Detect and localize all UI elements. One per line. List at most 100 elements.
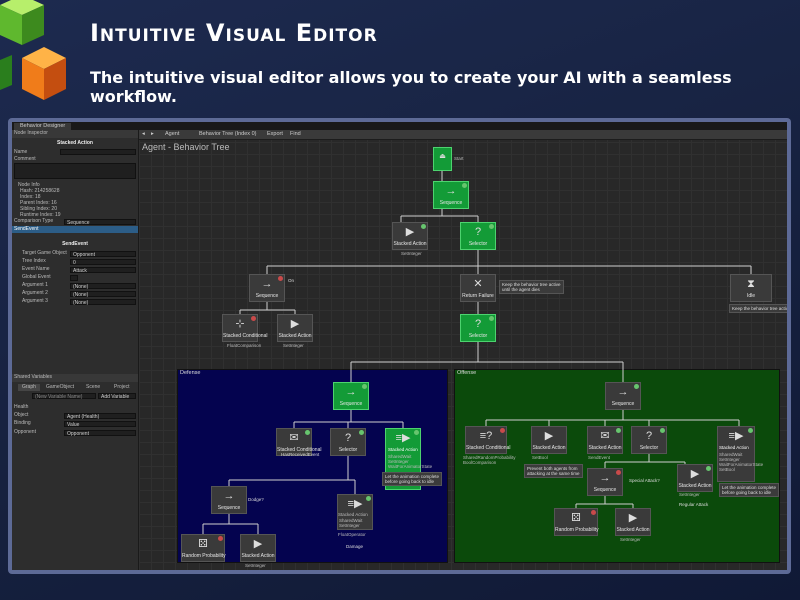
field-target-value[interactable]: Opponent xyxy=(70,251,136,258)
node-defense-sequence[interactable]: → Sequence xyxy=(333,382,369,410)
node-offense-action-right-sub4: SetBool xyxy=(719,467,735,472)
selected-task-label: SendEvent xyxy=(14,226,39,232)
node-offense-action-low[interactable]: ▶ Stacked Action xyxy=(615,508,651,536)
inspector-panel: Node Inspector Stacked Action Name Comme… xyxy=(12,130,139,570)
node-defense-stacked-action-2[interactable]: ≡▶ Stacked Action SharedWait SetInteger xyxy=(337,494,373,530)
region-defense-label: Defense xyxy=(180,370,201,376)
tab-node-inspector[interactable]: Node Inspector xyxy=(14,130,48,136)
field-arg3-value[interactable]: (None) xyxy=(70,299,136,306)
node-sequence-left[interactable]: → Sequence xyxy=(249,274,285,302)
node-info-sibling: Sibling Index: 20 xyxy=(20,206,57,212)
node-offense-action-right-sub2: SetInteger xyxy=(719,457,740,462)
node-offense-selector[interactable]: ? Selector xyxy=(631,426,667,454)
forward-arrow-icon[interactable]: ▸ xyxy=(151,131,154,137)
field-arg1-value[interactable]: (None) xyxy=(70,283,136,290)
field-tree-index-value[interactable]: 0 xyxy=(70,259,136,266)
node-return-failure[interactable]: ✕ Return Failure xyxy=(460,274,496,302)
comment-offense-action-1-line1: Prevent both agents from xyxy=(527,466,578,471)
tag-regular-attack: Regular Attack xyxy=(679,502,709,507)
agent-dropdown[interactable]: Agent xyxy=(165,131,180,137)
play-icon: ▶ xyxy=(253,538,263,550)
comment-offense-action-right: Let the animation complete before going … xyxy=(719,483,780,497)
node-defense-random-label: Random Probability xyxy=(182,553,226,559)
node-offense-action-1-sub: SetBool xyxy=(532,455,548,460)
field-arg2-value[interactable]: (None) xyxy=(70,291,136,298)
var-label-opponent: Opponent xyxy=(14,429,36,435)
node-offense-sequence-2[interactable]: → Sequence xyxy=(587,468,623,496)
play-icon: ▶ xyxy=(690,468,700,480)
task-list-item-selected[interactable]: SendEvent xyxy=(12,226,138,233)
node-defense-selector[interactable]: ? Selector xyxy=(330,428,366,456)
node-info-label[interactable]: Node Info xyxy=(18,182,40,188)
field-global-event-checkbox[interactable] xyxy=(70,275,78,281)
node-stacked-action-left-label: Stacked Action xyxy=(278,333,312,339)
node-offense-random[interactable]: ⚄ Random Probability xyxy=(554,508,599,536)
tab-scene[interactable]: Scene xyxy=(86,384,101,390)
node-stacked-action-top[interactable]: ▶ Stacked Action xyxy=(392,222,428,250)
tab-gameobject[interactable]: GameObject xyxy=(46,384,75,390)
node-offense-random-label: Random Probability xyxy=(555,527,599,533)
find-button[interactable]: Find xyxy=(290,131,301,137)
var-object-value[interactable]: Agent (Health) xyxy=(64,413,136,420)
tab-behavior-designer[interactable]: Behavior Designer xyxy=(14,123,72,130)
node-offense-action-right[interactable]: ≡▶ Stacked Action SharedWait SetInteger … xyxy=(717,426,763,482)
logo-cubes-icon xyxy=(0,0,66,100)
name-field[interactable] xyxy=(60,149,136,155)
success-check-icon xyxy=(660,428,665,433)
node-info-hash: Hash: 214258628 xyxy=(20,188,60,194)
node-offense-conditional-sub1: SharedRandomProbability xyxy=(463,455,516,460)
node-offense-send-event[interactable]: ✉ Stacked Action xyxy=(587,426,623,454)
node-offense-action-mid-sub: SetInteger xyxy=(679,492,700,497)
comparison-select[interactable]: Sequence xyxy=(64,219,136,226)
var-label-health: Health xyxy=(14,404,29,410)
node-offense-sequence[interactable]: → Sequence xyxy=(605,382,641,410)
success-check-icon xyxy=(748,428,753,433)
node-info-parent: Parent Index: 16 xyxy=(20,200,57,206)
hourglass-icon: ⧗ xyxy=(747,278,755,290)
var-binding-value[interactable]: Value xyxy=(64,421,136,428)
node-start[interactable]: ⏏ Start xyxy=(433,147,464,171)
node-idle[interactable]: ⧗ Idle xyxy=(730,274,772,302)
node-selector-2[interactable]: ? Selector xyxy=(460,314,496,342)
conditional-icon: ≡? xyxy=(479,430,493,442)
node-defense-conditional[interactable]: ✉ Stacked Conditional xyxy=(276,428,321,456)
sequence-arrow-icon: → xyxy=(223,490,235,502)
new-variable-input[interactable]: (New Variable Name) xyxy=(32,393,96,400)
comment-return-failure: Keep the behavior tree active until the … xyxy=(499,280,564,294)
node-defense-sequence-2[interactable]: → Sequence xyxy=(211,486,247,514)
success-check-icon xyxy=(366,496,371,501)
node-stacked-action-left[interactable]: ▶ Stacked Action xyxy=(277,314,313,342)
success-check-icon xyxy=(305,430,310,435)
export-button[interactable]: Export xyxy=(267,131,283,137)
start-icon: ⏏ xyxy=(439,153,446,160)
var-opponent-value[interactable]: Opponent xyxy=(64,430,136,437)
field-event-name-value[interactable]: Attack xyxy=(70,267,136,274)
back-arrow-icon[interactable]: ◂ xyxy=(142,131,145,137)
inspector-tabbar: Node Inspector xyxy=(12,130,138,138)
node-sequence-root[interactable]: → Sequence xyxy=(433,181,469,209)
stacked-action-icon: ≡▶ xyxy=(395,432,411,444)
failure-x-icon xyxy=(616,470,621,475)
graph-canvas[interactable]: ◂ ▸ Agent Behavior Tree (Index 0) Export… xyxy=(139,130,787,570)
comment-field[interactable] xyxy=(14,163,136,179)
node-stacked-conditional-left[interactable]: ⊹ Stacked Conditional xyxy=(222,314,267,342)
add-variable-button[interactable]: Add Variable xyxy=(98,393,136,400)
node-defense-random[interactable]: ⚄ Random Probability xyxy=(181,534,226,562)
tab-graph[interactable]: Graph xyxy=(18,384,40,391)
node-defense-stacked-action-3[interactable]: ▶ Stacked Action xyxy=(240,534,276,562)
success-check-icon xyxy=(706,466,711,471)
comment-return-failure-line2: until the agent dies xyxy=(502,287,540,292)
tab-project[interactable]: Project xyxy=(114,384,130,390)
tag-on: On xyxy=(288,278,295,283)
node-defense-action-2-sub1: SharedWait xyxy=(339,518,363,523)
question-icon: ? xyxy=(474,318,482,330)
node-offense-action-1[interactable]: ▶ Stacked Action xyxy=(531,426,567,454)
tree-dropdown[interactable]: Behavior Tree (Index 0) xyxy=(199,131,257,137)
node-offense-action-mid[interactable]: ▶ Stacked Action xyxy=(677,464,713,492)
field-label-tree-index: Tree Index xyxy=(22,258,46,264)
node-offense-sequence-label: Sequence xyxy=(611,401,635,407)
connection-wires xyxy=(202,171,752,534)
node-offense-conditional[interactable]: ≡? Stacked Conditional xyxy=(465,426,510,454)
node-offense-sequence-2-label: Sequence xyxy=(593,487,617,493)
node-selector-1[interactable]: ? Selector xyxy=(460,222,496,250)
